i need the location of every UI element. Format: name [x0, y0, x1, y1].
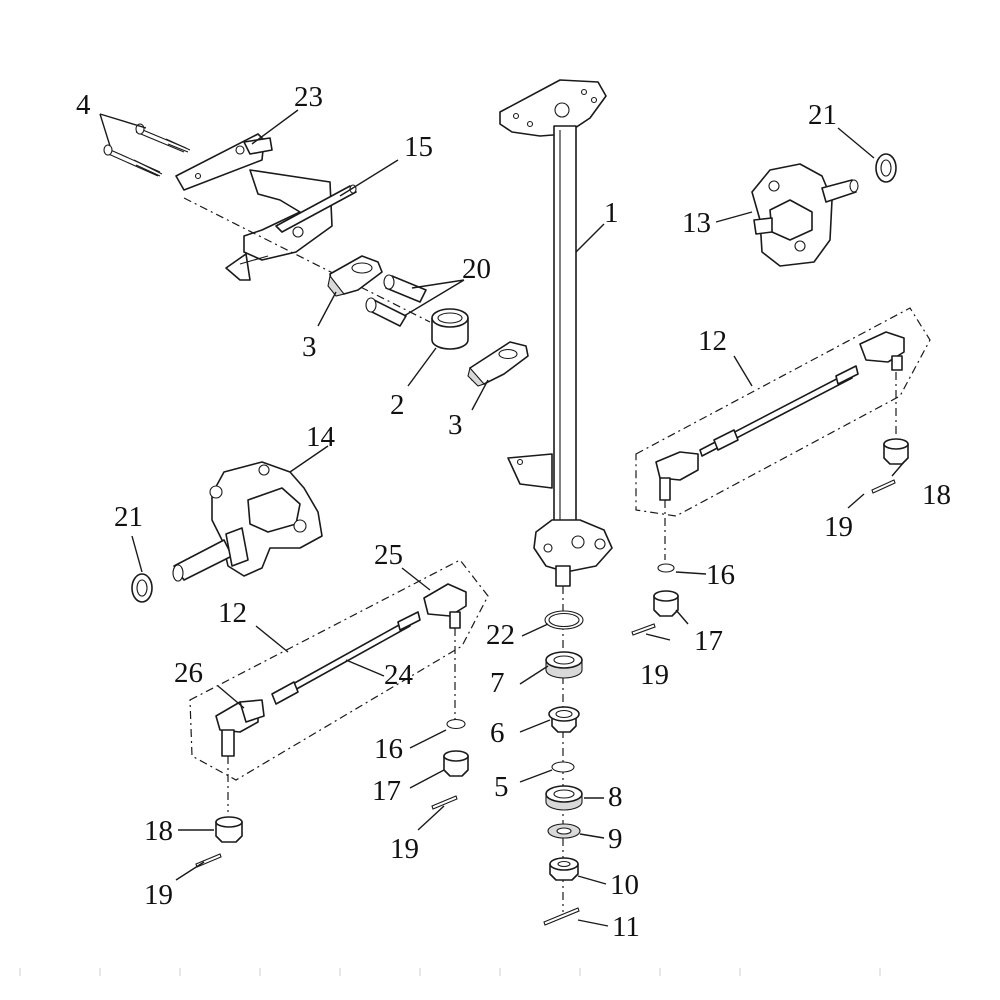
- bushing: [548, 706, 580, 733]
- lower-bearing: [545, 785, 583, 811]
- callout-21: 21: [114, 501, 143, 533]
- callout-5: 5: [494, 771, 509, 803]
- callout-10: 10: [610, 869, 639, 901]
- washer-left: [131, 573, 153, 603]
- bolts: [103, 123, 191, 177]
- steering-knuckle-left: [172, 461, 323, 582]
- callout-13: 13: [682, 207, 711, 239]
- callout-11: 11: [612, 911, 640, 943]
- callout-22: 22: [486, 619, 515, 651]
- callout-12: 12: [218, 597, 247, 629]
- callout-9: 9: [608, 823, 623, 855]
- callout-14: 14: [306, 421, 336, 453]
- callout-16: 16: [706, 559, 735, 591]
- callout-8: 8: [608, 781, 623, 813]
- clamp-upper: [327, 255, 383, 297]
- steering-knuckle-right: [751, 163, 859, 267]
- bracket-axis: [183, 197, 431, 323]
- castle-nut-left-upper: [443, 750, 469, 777]
- callout-3: 3: [302, 331, 317, 363]
- castle-nut-right-upper: [883, 438, 909, 465]
- callout-labels: 1 2 3 3 4 5 6 7 8 9 10 11 12 12 13 14 15…: [76, 81, 951, 943]
- callout-3: 3: [448, 409, 463, 441]
- castle-nut-left-lower: [215, 816, 243, 843]
- mounting-bracket: [175, 133, 333, 281]
- callout-18: 18: [144, 815, 173, 847]
- o-ring: [544, 610, 584, 630]
- callout-19: 19: [390, 833, 419, 865]
- upper-bearing: [545, 651, 583, 679]
- callout-17: 17: [694, 625, 723, 657]
- tie-rod-right-outline: [635, 307, 931, 517]
- tie-rod-left: [215, 583, 467, 757]
- callout-19: 19: [144, 879, 173, 911]
- flat-washer: [547, 823, 581, 839]
- cotter-pin-column: [543, 907, 580, 926]
- callout-4: 4: [76, 89, 91, 121]
- callout-12: 12: [698, 325, 727, 357]
- castle-nut-right-lower: [653, 590, 679, 617]
- small-washer: [551, 761, 575, 773]
- callout-26: 26: [174, 657, 203, 689]
- callout-19: 19: [640, 659, 669, 691]
- callout-23: 23: [294, 81, 323, 113]
- crop-marks: [19, 968, 881, 976]
- cotter-pin-right: [631, 479, 896, 636]
- bushing-sleeve: [431, 308, 469, 350]
- callout-1: 1: [604, 197, 619, 229]
- washer-right-small: [657, 563, 675, 573]
- tie-rod-right: [655, 331, 905, 501]
- lock-nut: [549, 857, 579, 881]
- callout-7: 7: [490, 667, 505, 699]
- callout-18: 18: [922, 479, 951, 511]
- callout-17: 17: [372, 775, 401, 807]
- clamp-lower: [467, 341, 529, 387]
- leader-lines: [99, 109, 905, 927]
- callout-6: 6: [490, 717, 505, 749]
- washer-left-small: [446, 718, 466, 730]
- callout-25: 25: [374, 539, 403, 571]
- callout-16: 16: [374, 733, 403, 765]
- spacer-tubes: [365, 274, 427, 327]
- callout-20: 20: [462, 253, 491, 285]
- callout-24: 24: [384, 659, 414, 691]
- callout-21: 21: [808, 99, 837, 131]
- callout-15: 15: [404, 131, 433, 163]
- callout-2: 2: [390, 389, 405, 421]
- callout-19: 19: [824, 511, 853, 543]
- steering-column: [499, 79, 613, 587]
- washer-right: [875, 153, 897, 183]
